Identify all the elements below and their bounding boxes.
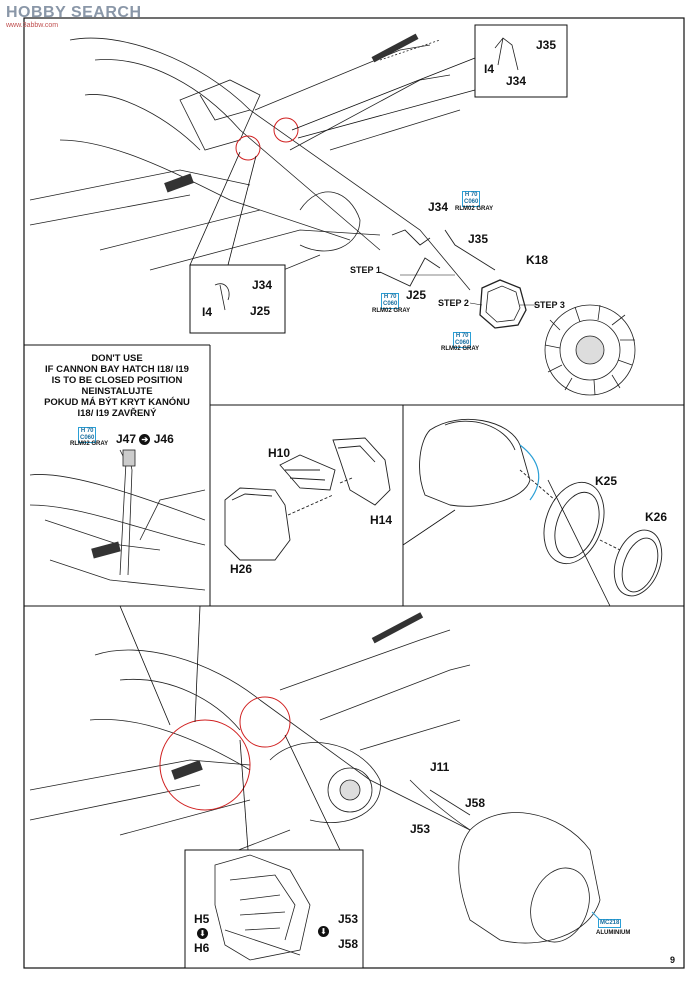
- arrow-down-icon: ⬇: [197, 928, 208, 939]
- highlight-circle: [235, 135, 261, 161]
- paint-code-badge: MC218: [598, 919, 622, 928]
- bottom-inset-drawing: [214, 854, 311, 961]
- callout-box-left: [189, 264, 286, 334]
- highlight-circle: [239, 696, 291, 748]
- callout-box-top-right: [474, 24, 568, 98]
- cowl-rings-drawing: [419, 418, 663, 597]
- part-label: H26: [230, 562, 253, 576]
- part-replacement: J47 ➔ J46: [116, 432, 174, 446]
- paint-name: RLM02 GRAY: [441, 346, 480, 352]
- part-label: H10: [268, 446, 291, 460]
- paint-name: ALUMINIUM: [596, 930, 631, 936]
- arrow-right-icon: ➔: [139, 434, 151, 446]
- top-fuselage-drawing: [29, 37, 471, 301]
- radial-engine: [544, 304, 636, 396]
- part-label: J35: [468, 232, 489, 246]
- callout-line: [227, 155, 257, 266]
- part-label: J34: [428, 200, 449, 214]
- part-label: J58: [465, 796, 486, 810]
- part-label: H6: [194, 941, 210, 955]
- k18-ring: [479, 279, 527, 329]
- note-panel-drawing: [29, 449, 206, 591]
- bottom-inset-box: [184, 849, 364, 969]
- callout-part-drawing: [494, 37, 519, 71]
- paint-name: RLM02 GRAY: [70, 441, 109, 447]
- page-number: 9: [670, 955, 676, 965]
- part-label: K25: [595, 474, 618, 488]
- callout-line: [194, 605, 201, 723]
- callout-line: [297, 89, 476, 139]
- bottom-fuselage-drawing: [29, 629, 601, 944]
- j47-part: [122, 449, 136, 467]
- part-label: J35: [536, 38, 557, 52]
- part-label: J25: [250, 304, 271, 318]
- step-label: STEP 2: [438, 298, 469, 308]
- step-line: [469, 302, 483, 306]
- step-label: STEP 1: [350, 265, 381, 275]
- paint-leader: [591, 911, 601, 921]
- callout-line: [291, 57, 476, 131]
- part-label: K18: [526, 253, 549, 267]
- page-frame: [23, 17, 685, 969]
- part-label: I4: [484, 62, 495, 76]
- part-label: K26: [645, 510, 668, 524]
- callout-line: [239, 739, 249, 851]
- cannon-hatch: [171, 760, 203, 780]
- callout-line: [402, 509, 456, 546]
- watermark-url: www.3abbw.com: [6, 22, 59, 29]
- cannon-hatch: [91, 541, 121, 559]
- callout-line: [547, 479, 611, 607]
- part-label: J53: [410, 822, 431, 836]
- part-label: J11: [430, 760, 450, 774]
- callout-line: [284, 734, 341, 851]
- warning-note: DON'T USE IF CANNON BAY HATCH I18/ I19 I…: [44, 353, 190, 419]
- wing-hatch: [164, 33, 419, 193]
- callout-part-drawing: [214, 283, 230, 311]
- part-label: J34: [506, 74, 527, 88]
- callout-line: [119, 605, 171, 726]
- part-label: J53: [338, 912, 359, 926]
- wing-hatch: [371, 612, 424, 644]
- part-label: H14: [370, 513, 393, 527]
- arrow-down-icon: ⬇: [318, 926, 329, 937]
- callout-line: [189, 151, 241, 266]
- paint-name: RLM02 GRAY: [455, 206, 494, 212]
- highlight-circle: [159, 719, 251, 811]
- part-label: J25: [406, 288, 427, 302]
- watermark-brand: HOBBY SEARCH: [6, 4, 142, 21]
- part-label: J34: [252, 278, 273, 292]
- highlight-circle: [273, 117, 299, 143]
- part-label: H5: [194, 912, 210, 926]
- part-label: I4: [202, 305, 213, 319]
- strut-parts: [379, 229, 496, 287]
- step-label: STEP 3: [534, 300, 565, 310]
- cowling-panels-drawing: [224, 437, 391, 561]
- part-label: J58: [338, 937, 359, 951]
- paint-name: RLM02 GRAY: [372, 308, 411, 314]
